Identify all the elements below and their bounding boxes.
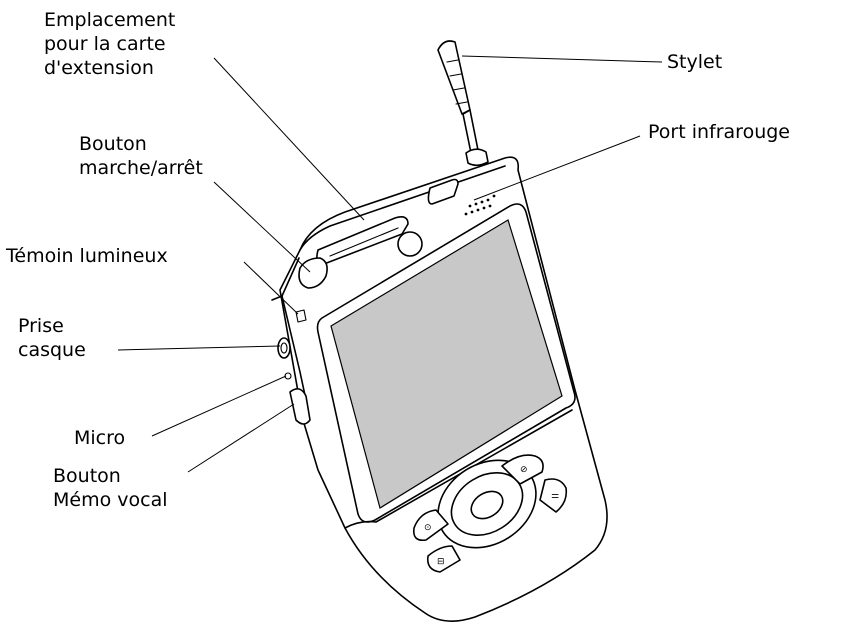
indicator-light-illustration — [295, 309, 307, 323]
leader-card-slot — [213, 57, 365, 221]
navigation-center-button — [470, 490, 504, 520]
leader-microphone — [151, 375, 287, 437]
leader-lines — [117, 55, 663, 473]
label-card-slot-line2: pour la carte — [44, 33, 166, 55]
label-card-slot-line3: d'extension — [44, 57, 154, 79]
label-power-button-line1: Bouton — [79, 133, 147, 155]
svg-text:⊟: ⊟ — [437, 557, 445, 567]
svg-text:⚌: ⚌ — [551, 491, 559, 501]
svg-text:⊙: ⊙ — [424, 523, 432, 533]
bezel-round-button — [397, 231, 423, 257]
infrared-port-dots — [464, 194, 496, 216]
svg-text:⊘: ⊘ — [520, 465, 528, 475]
app-button-bottom-left — [426, 545, 461, 573]
headphone-jack-illustration — [277, 337, 291, 359]
leader-stylus — [461, 55, 663, 63]
leader-indicator-light — [243, 261, 299, 315]
display-screen — [330, 219, 563, 509]
label-headphone-jack-line1: Prise — [18, 315, 64, 337]
label-stylus: Stylet — [667, 51, 722, 73]
handheld-device-illustration: ⊘ ⚌ ⊙ ⊟ — [271, 40, 608, 622]
label-voice-memo-line1: Bouton — [53, 465, 121, 487]
leader-infrared-port — [473, 135, 641, 201]
stylus-illustration — [437, 40, 489, 167]
label-infrared-port: Port infrarouge — [648, 121, 790, 143]
label-voice-memo-line2: Mémo vocal — [53, 489, 168, 511]
app-button-top-right — [501, 454, 544, 485]
app-button-right — [539, 478, 568, 513]
label-headphone-jack-line2: casque — [18, 339, 86, 361]
leader-headphone-jack — [117, 345, 281, 351]
label-power-button-line2: marche/arrêt — [79, 157, 203, 179]
labels: Emplacement pour la carte d'extension Bo… — [5, 9, 790, 511]
power-button-illustration — [298, 257, 328, 289]
leader-power-button — [213, 181, 311, 273]
app-button-left — [412, 509, 449, 542]
label-microphone: Micro — [74, 427, 125, 449]
label-card-slot-line1: Emplacement — [44, 9, 175, 31]
label-indicator-light: Témoin lumineux — [5, 245, 168, 267]
voice-memo-button-illustration — [289, 388, 311, 425]
leader-voice-memo — [187, 403, 295, 473]
